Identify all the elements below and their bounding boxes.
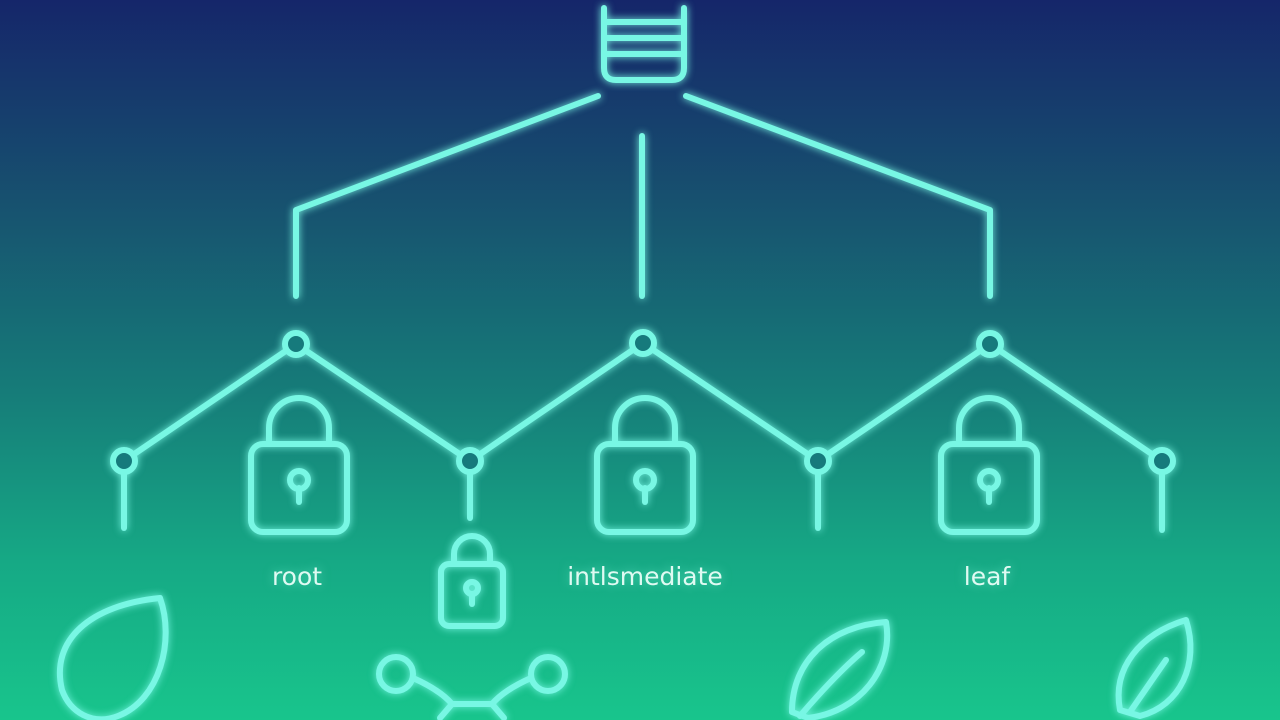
- lock-icon: [938, 395, 1040, 535]
- node-leaf: [976, 330, 1004, 358]
- node-joint: [110, 447, 138, 475]
- label-intermediate: intlsmediate: [567, 562, 723, 591]
- lock-icon-small: [438, 533, 506, 629]
- node-joint: [456, 447, 484, 475]
- network-icon: [376, 654, 568, 720]
- leaf-icon: [789, 619, 891, 720]
- node-intermediate: [629, 329, 657, 357]
- connector-right: [683, 93, 993, 299]
- leaf-icon: [1115, 617, 1194, 719]
- database-icon: [601, 5, 687, 83]
- connector-left: [293, 93, 601, 299]
- node-root: [282, 330, 310, 358]
- node-joint: [1148, 447, 1176, 475]
- node-joint: [804, 447, 832, 475]
- node-circles: [110, 329, 1176, 475]
- leaf-icon: [56, 595, 169, 720]
- label-leaf: leaf: [963, 562, 1011, 591]
- label-root: root: [271, 562, 323, 591]
- lock-icon: [594, 395, 696, 535]
- lock-icon: [248, 395, 350, 535]
